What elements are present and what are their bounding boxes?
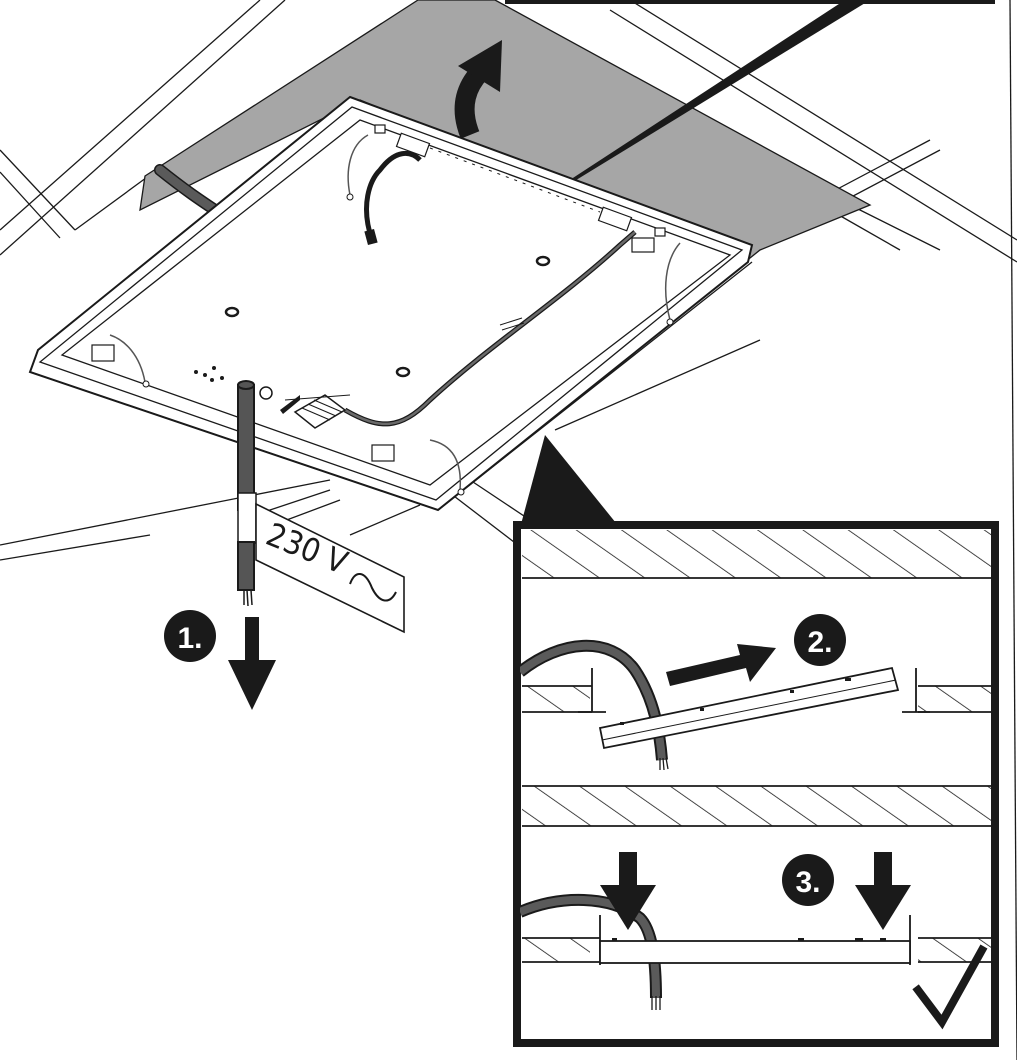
led-panel — [28, 95, 754, 512]
inset-panel: 2. 3. — [513, 521, 999, 1047]
arrow-up-icon — [454, 40, 502, 139]
arrow-down-icon — [600, 852, 656, 930]
arrow-down-icon — [855, 852, 911, 930]
checkmark-icon — [912, 944, 988, 1030]
arrow-right-icon — [666, 644, 776, 686]
inset-pointer — [520, 435, 620, 528]
ceiling-void — [139, 0, 872, 263]
arrow-down-icon — [228, 617, 276, 710]
step-1: 1. — [164, 610, 276, 710]
step-2-label: 2. — [807, 626, 832, 659]
step-1-label: 1. — [177, 622, 202, 655]
ac-symbol-icon — [349, 573, 397, 602]
step-3-badge — [782, 854, 834, 906]
step-1-badge — [164, 610, 216, 662]
step-2-badge — [794, 614, 846, 666]
ac-symbol-text: ~ — [0, 0, 1, 1]
step-3-label: 3. — [795, 866, 820, 899]
